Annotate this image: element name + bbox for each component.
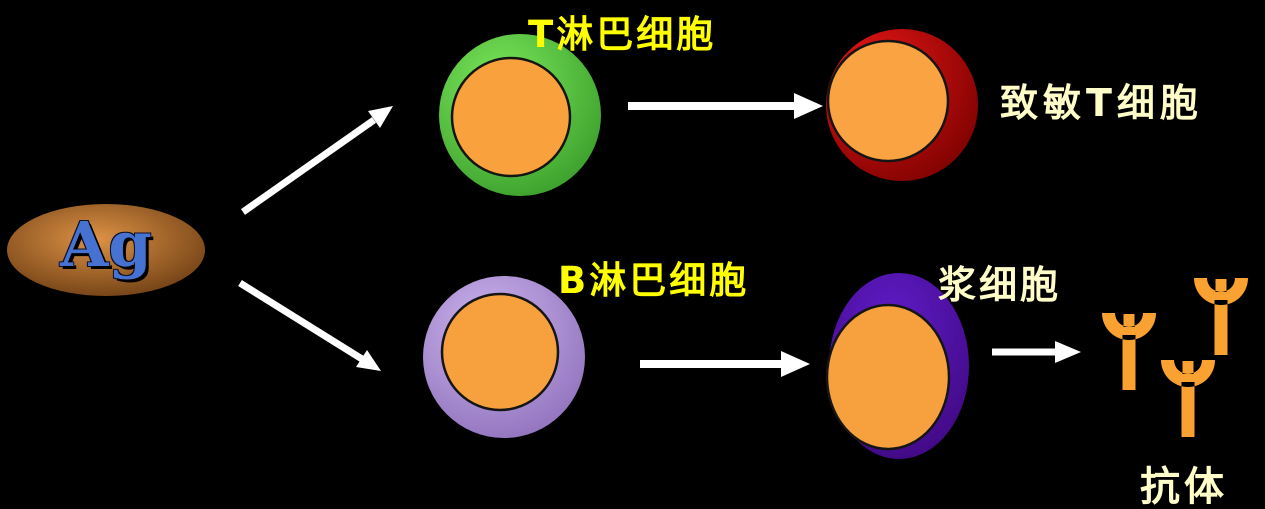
t-lymphocyte-label: T淋巴细胞 — [528, 13, 717, 56]
antibody-icon — [1102, 313, 1156, 390]
plasma-cell — [825, 273, 969, 459]
arrow-b-to-plasma — [640, 351, 810, 377]
b-lymphocyte-label: B淋巴细胞 — [558, 259, 750, 302]
plasma-cell-nucleus — [825, 303, 951, 451]
arrow-ag-to-b-cell — [238, 280, 381, 371]
antibody-icon — [1194, 278, 1248, 355]
t-lymphocyte-nucleus — [450, 56, 572, 178]
arrow-plasma-to-antibody — [992, 341, 1081, 363]
t-lymphocyte-cell — [439, 34, 601, 196]
antibody-icon — [1161, 360, 1215, 437]
antigen-label: Ag — [60, 208, 152, 281]
b-lymphocyte-cell — [423, 276, 585, 438]
plasma-cell-label: 浆细胞 — [938, 263, 1062, 307]
b-lymphocyte-nucleus — [440, 292, 560, 412]
antigen-ellipse — [7, 204, 205, 296]
arrow-t-to-sensitized — [628, 93, 823, 119]
sensitized-t-cell — [826, 29, 978, 181]
antibody-label: 抗体 — [1140, 464, 1228, 509]
arrow-ag-to-t-cell — [240, 106, 393, 215]
sensitized-t-label: 致敏T细胞 — [1000, 81, 1203, 125]
sensitized-t-nucleus — [826, 39, 950, 163]
antibody-group — [1102, 278, 1248, 437]
